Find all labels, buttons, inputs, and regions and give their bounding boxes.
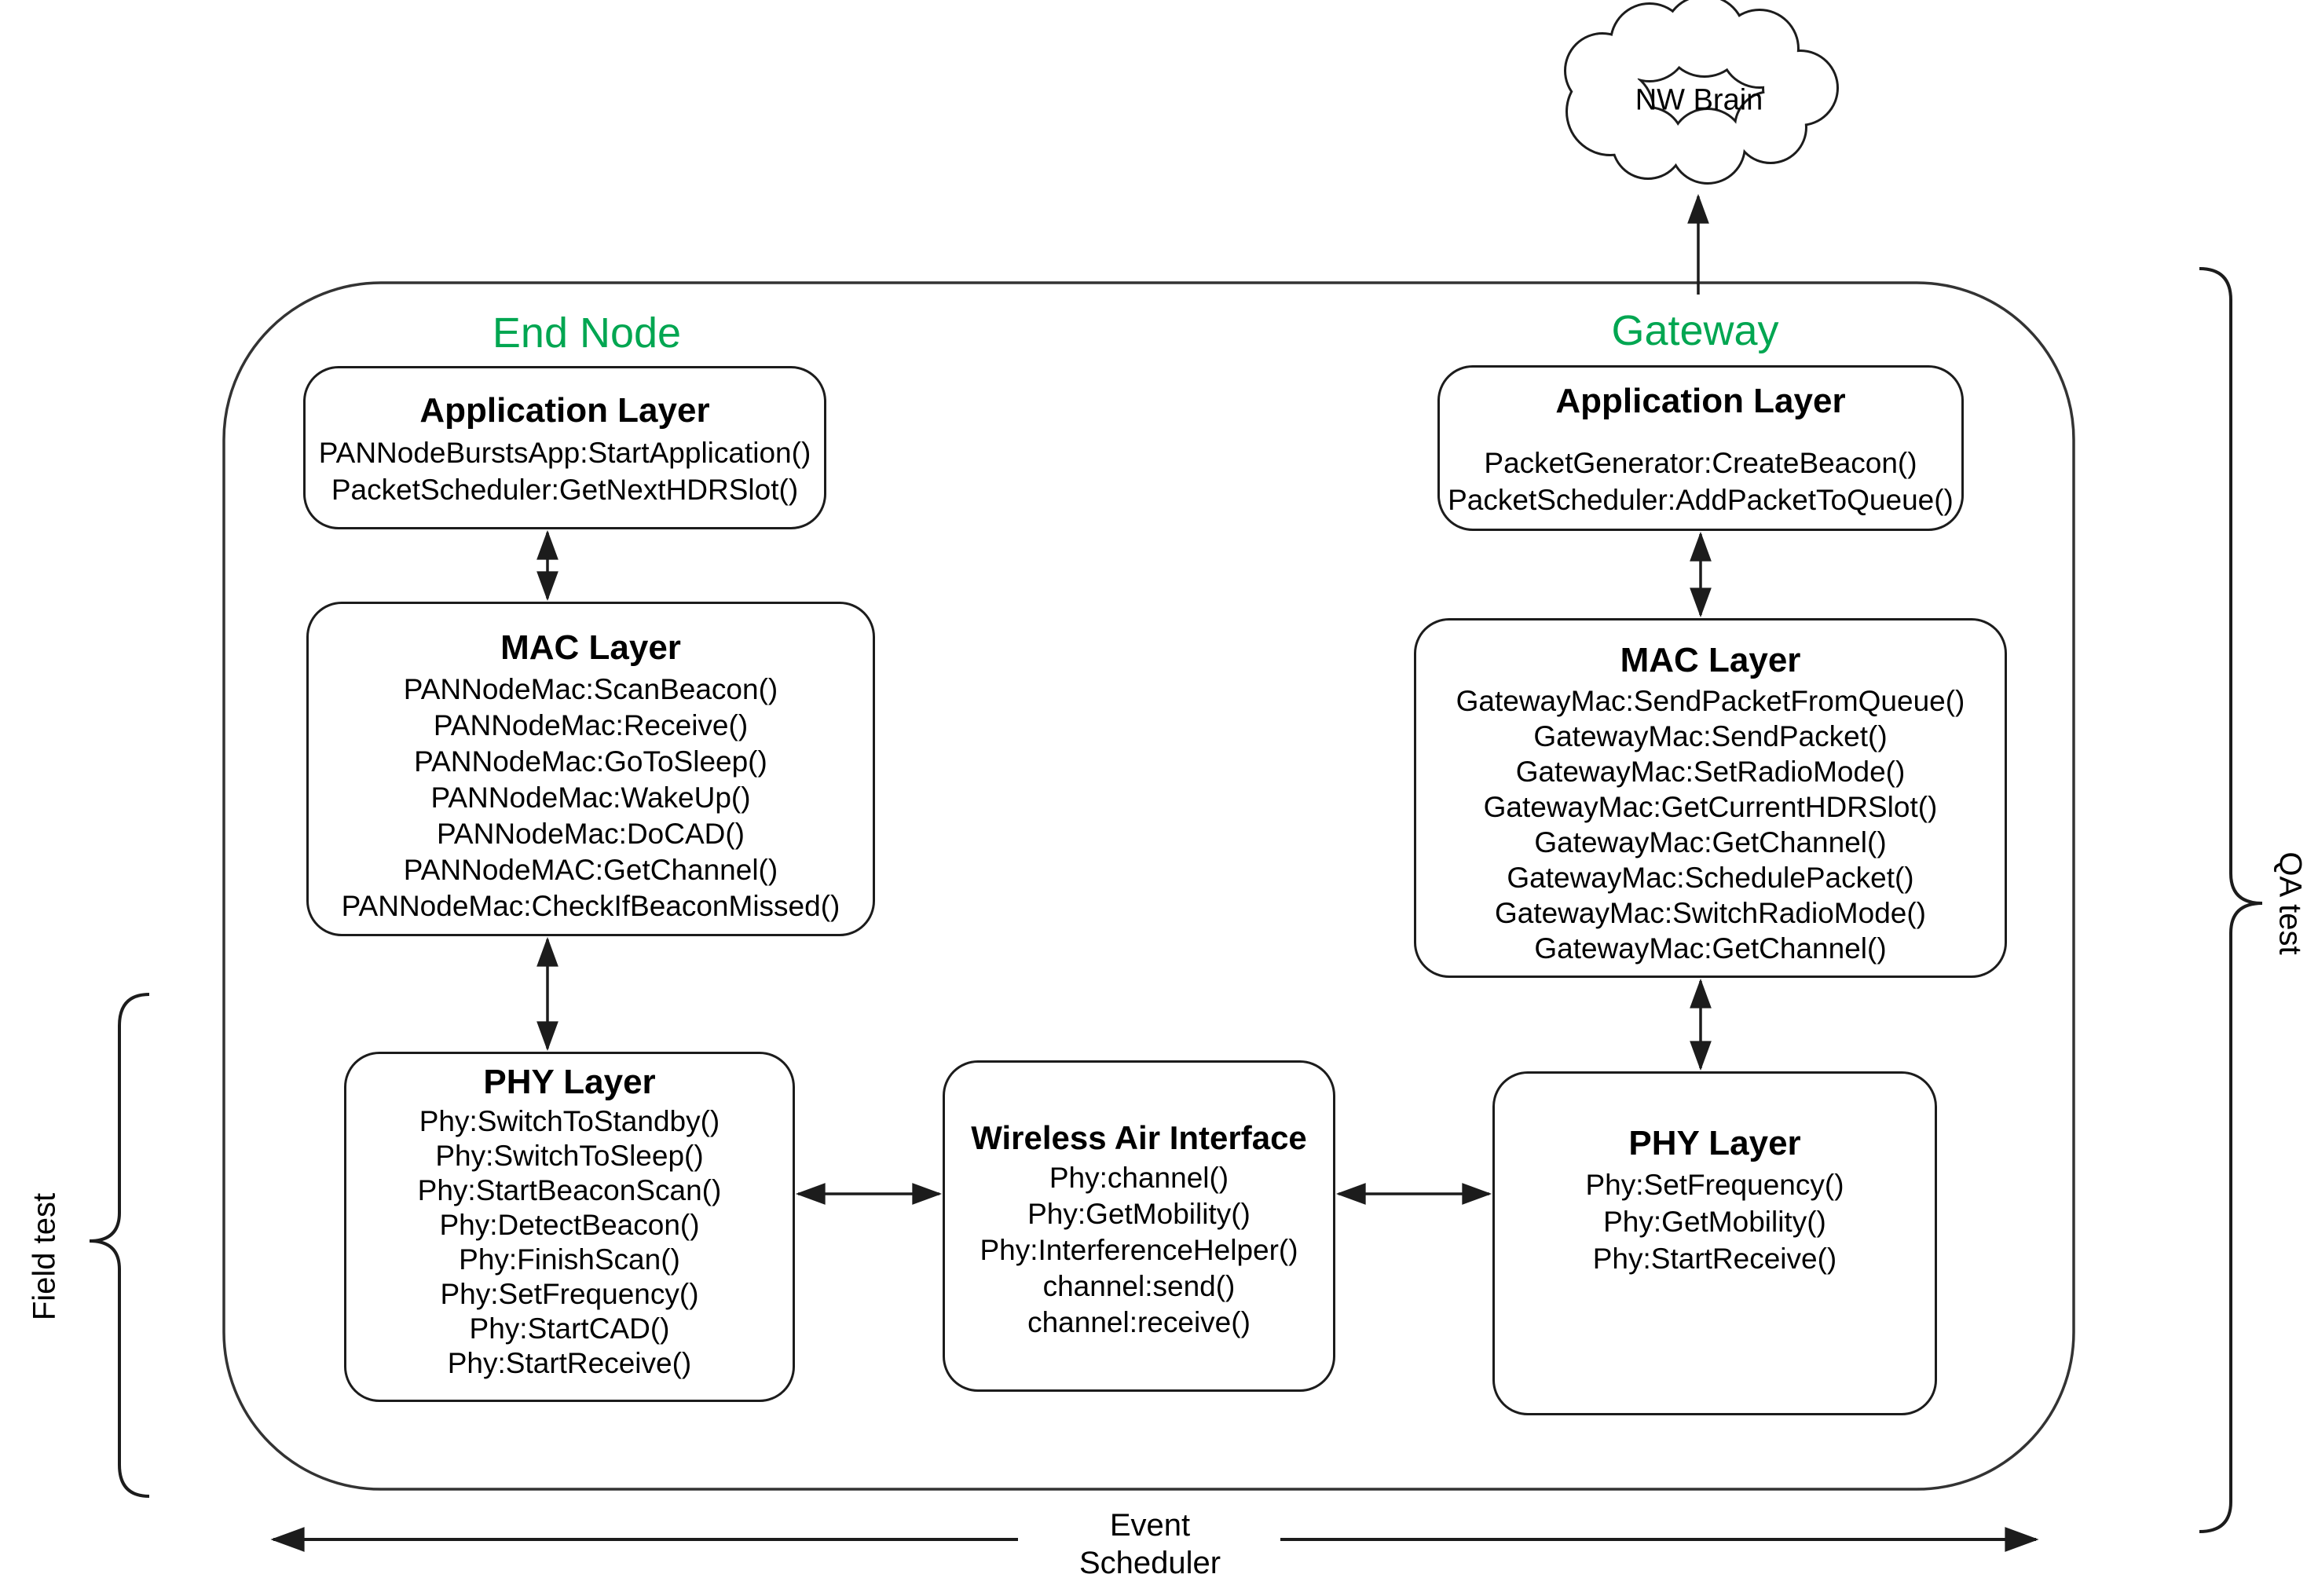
method-line: GatewayMac:SendPacketFromQueue() (1456, 685, 1965, 717)
method-line: Phy:FinishScan() (459, 1243, 680, 1276)
box-title: PHY Layer (1628, 1124, 1801, 1162)
box-title: MAC Layer (500, 628, 681, 667)
method-line: PacketScheduler:GetNextHDRSlot() (331, 474, 799, 506)
method-line: GatewayMac:SetRadioMode() (1515, 756, 1906, 788)
box-title: Application Layer (1555, 382, 1846, 420)
method-line: Phy:InterferenceHelper() (980, 1234, 1298, 1266)
method-line: PacketScheduler:AddPacketToQueue() (1448, 484, 1954, 516)
gateway-application-layer-box: Application Layer PacketGenerator:Create… (1437, 365, 1964, 531)
method-line: channel:send() (1042, 1270, 1236, 1302)
box-title: Application Layer (419, 391, 710, 430)
method-line: PacketGenerator:CreateBeacon() (1484, 447, 1917, 479)
method-line: Phy:StartBeaconScan() (417, 1174, 722, 1206)
method-line: PANNodeMac:GoToSleep() (414, 745, 767, 778)
gateway-group-label: Gateway (1611, 307, 1779, 354)
event-scheduler-line2: Scheduler (1078, 1546, 1221, 1580)
wireless-air-interface-box: Wireless Air Interface Phy:channel() Phy… (943, 1060, 1335, 1392)
method-line: PANNodeBurstsApp:StartApplication() (318, 437, 811, 469)
method-line: Phy:StartReceive() (1592, 1243, 1837, 1275)
gateway-mac-layer-box: MAC Layer GatewayMac:SendPacketFromQueue… (1414, 618, 2007, 978)
method-line: Phy:SwitchToSleep() (435, 1140, 704, 1172)
end-node-mac-layer-box: MAC Layer PANNodeMac:ScanBeacon() PANNod… (306, 602, 875, 936)
method-line: Phy:SwitchToStandby() (419, 1105, 720, 1137)
method-line: Phy:StartReceive() (447, 1347, 692, 1379)
method-line: GatewayMac:SwitchRadioMode() (1494, 897, 1927, 929)
method-line: GatewayMac:SchedulePacket() (1507, 862, 1914, 894)
method-line: Phy:SetFrequency() (1585, 1169, 1844, 1201)
method-line: Phy:SetFrequency() (440, 1278, 699, 1310)
method-line: PANNodeMac:CheckIfBeaconMissed() (341, 890, 840, 922)
method-line: Phy:GetMobility() (1027, 1198, 1251, 1230)
method-line: PANNodeMac:WakeUp() (430, 782, 751, 814)
method-line: Phy:channel() (1049, 1162, 1229, 1194)
method-line: GatewayMac:GetChannel() (1534, 826, 1887, 858)
method-line: PANNodeMAC:GetChannel() (403, 854, 778, 886)
event-scheduler-line1: Event (1109, 1508, 1191, 1543)
simulation-boundary-box (222, 281, 2075, 1491)
box-title: PHY Layer (483, 1063, 656, 1101)
method-line: Phy:StartCAD() (469, 1312, 670, 1345)
box-title: MAC Layer (1620, 641, 1801, 679)
end-node-application-layer-box: Application Layer PANNodeBurstsApp:Start… (303, 366, 826, 529)
cloud-label: NW Brain (1635, 83, 1763, 117)
method-line: Phy:DetectBeacon() (439, 1209, 700, 1241)
field-test-label: Field test (27, 1192, 62, 1321)
method-line: GatewayMac:SendPacket() (1533, 720, 1888, 752)
end-node-group-label: End Node (492, 309, 682, 357)
method-line: PANNodeMac:Receive() (433, 709, 749, 741)
spacer (1440, 424, 1961, 445)
method-line: GatewayMac:GetChannel() (1534, 932, 1887, 965)
method-line: channel:receive() (1027, 1306, 1251, 1338)
qa-test-brace (2199, 267, 2263, 1533)
qa-test-label: QA test (2272, 851, 2308, 955)
end-node-phy-layer-box: PHY Layer Phy:SwitchToStandby() Phy:Swit… (344, 1052, 795, 1402)
gateway-phy-layer-box: PHY Layer Phy:SetFrequency() Phy:GetMobi… (1492, 1071, 1937, 1415)
cloud-icon (1564, 0, 1839, 185)
box-title: Wireless Air Interface (971, 1119, 1307, 1156)
method-line: Phy:GetMobility() (1603, 1206, 1826, 1238)
method-line: GatewayMac:GetCurrentHDRSlot() (1483, 791, 1938, 823)
method-line: PANNodeMac:DoCAD() (436, 818, 745, 850)
field-test-brace (89, 993, 150, 1498)
method-line: PANNodeMac:ScanBeacon() (403, 673, 778, 705)
event-scheduler-label: Event Scheduler (1079, 1506, 1221, 1582)
